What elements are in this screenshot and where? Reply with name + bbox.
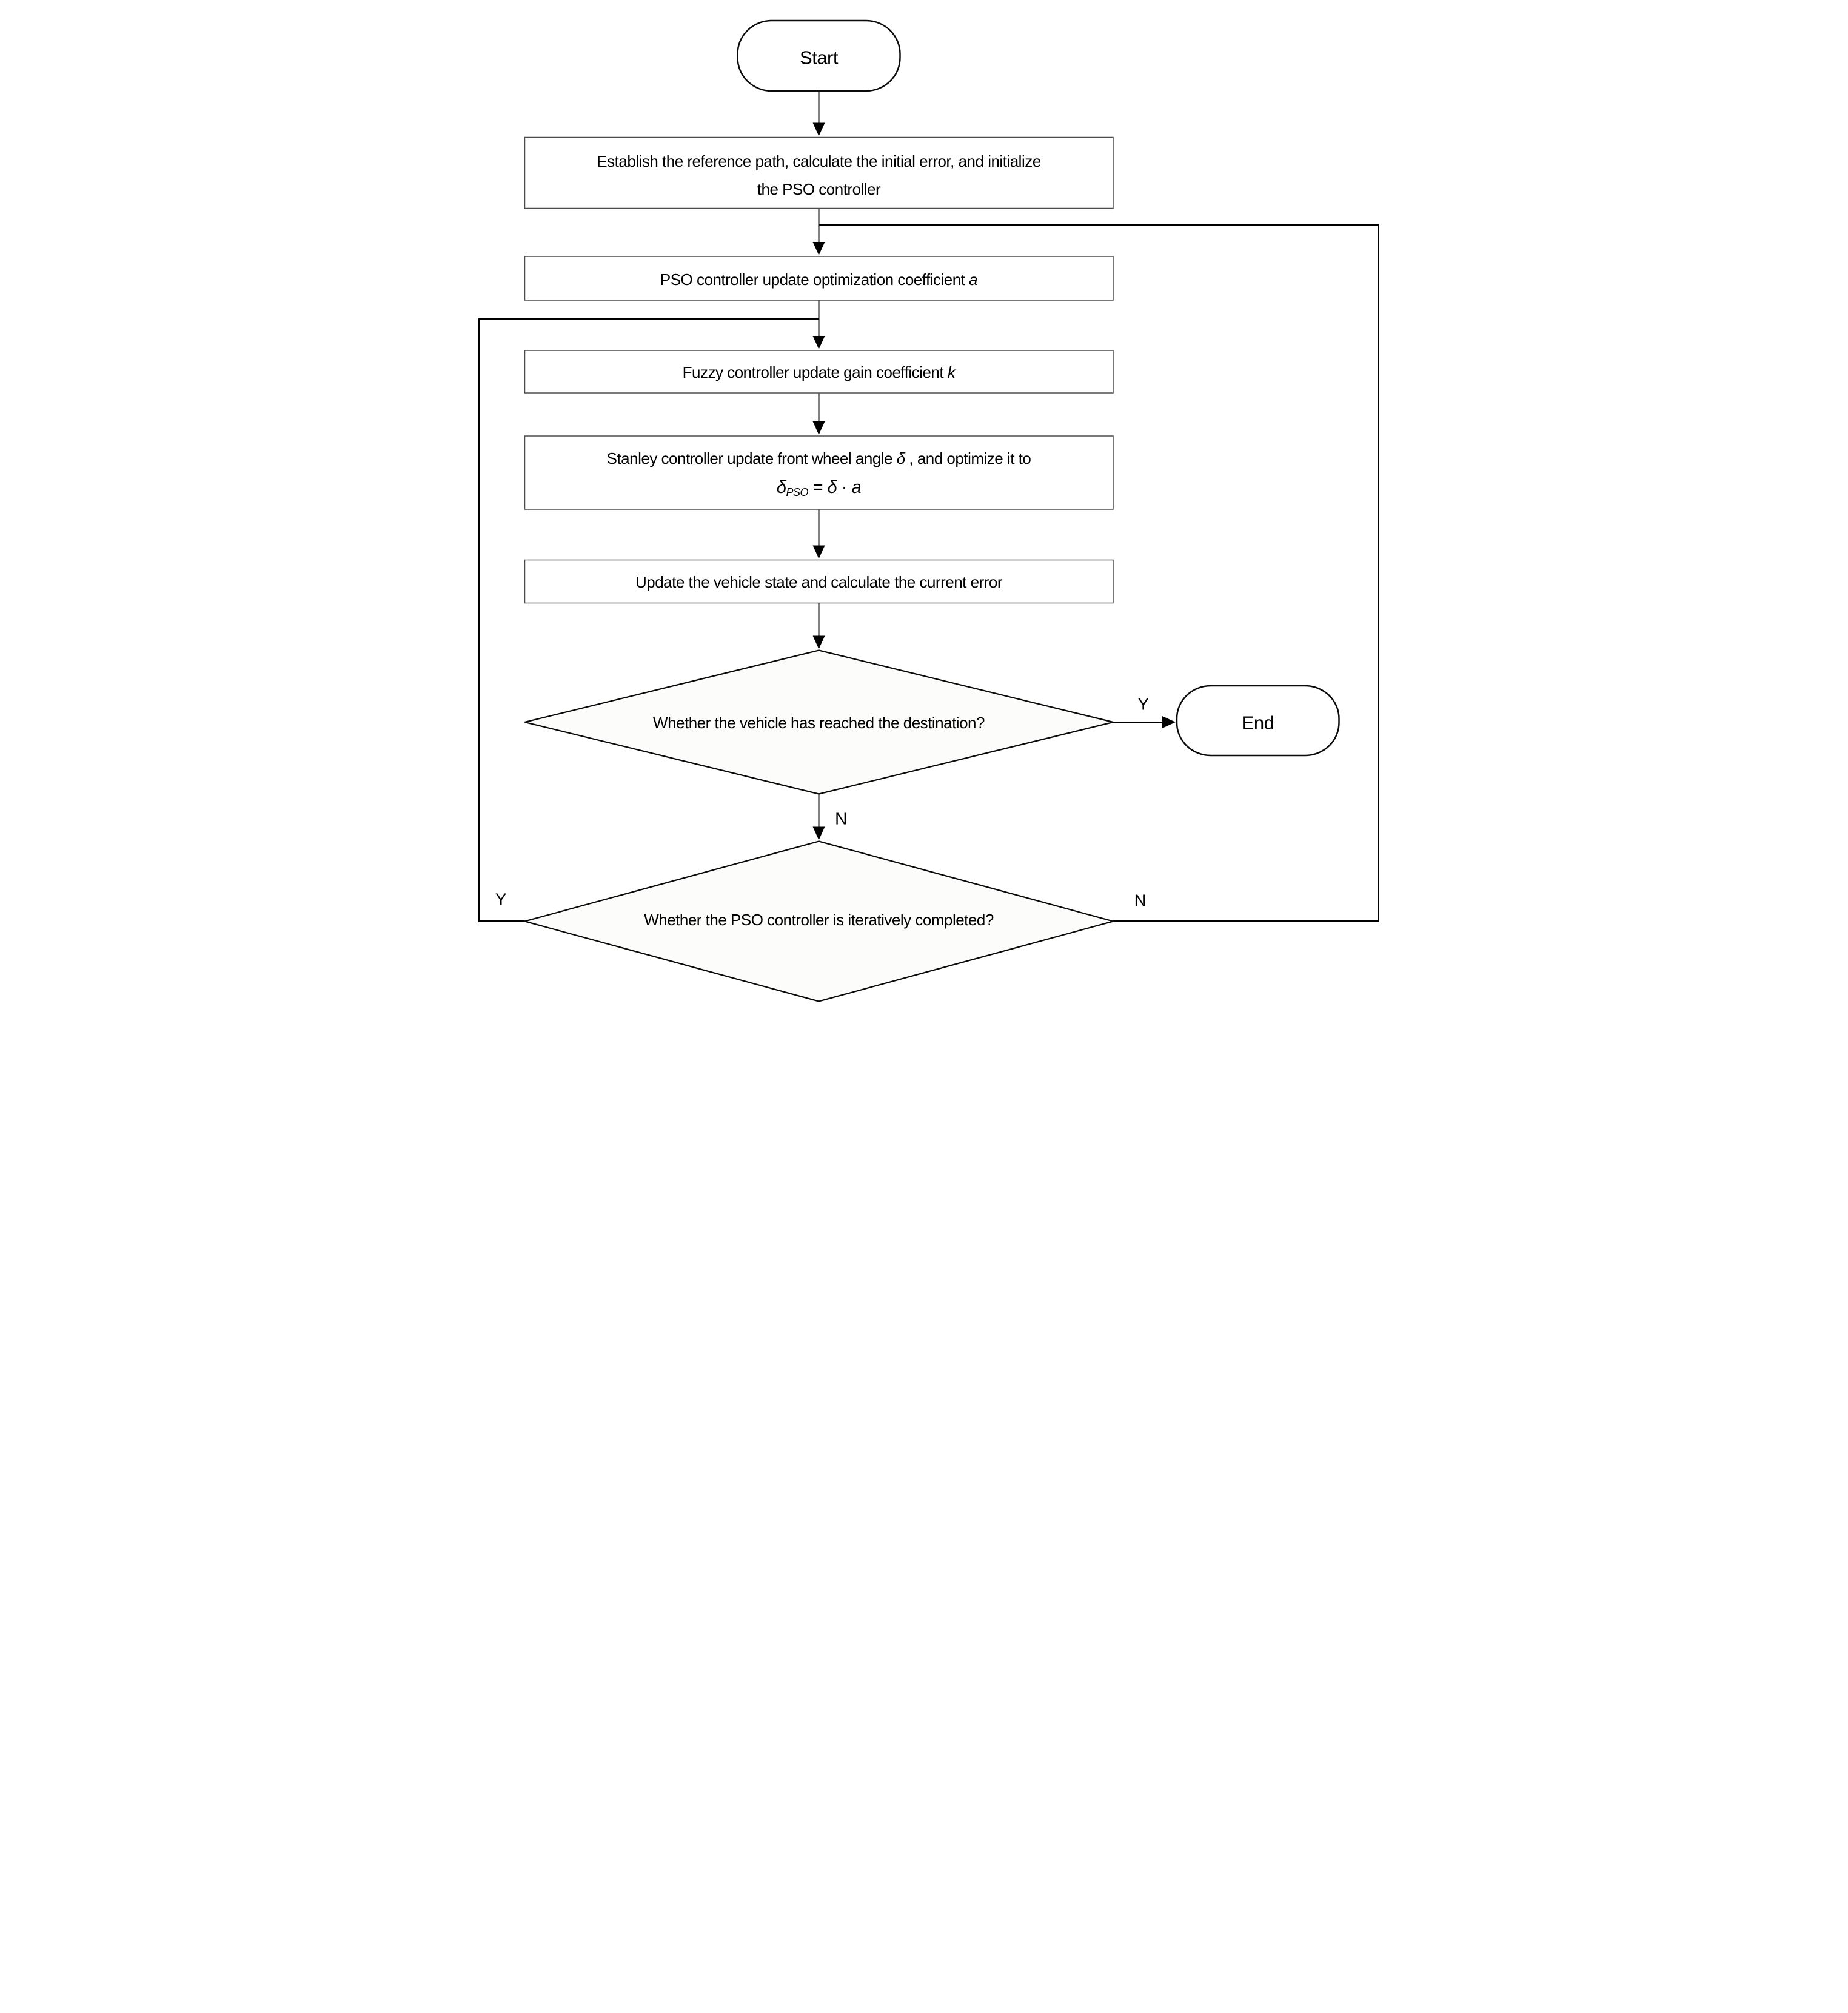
node-end-label: End <box>1242 712 1274 734</box>
node-stanley-line1-tail: , and optimize it to <box>905 449 1031 467</box>
node-pso-process <box>524 256 1114 301</box>
loop-iteration-no-right <box>819 224 1379 922</box>
formula-rhs-a: a <box>851 478 861 497</box>
node-decision-destination-label: Whether the vehicle has reached the dest… <box>653 714 985 732</box>
formula-rhs-delta: δ <box>828 478 838 497</box>
node-start-terminator <box>737 19 901 92</box>
formula-equals: = <box>808 478 828 497</box>
edge-label-iteration-no: N <box>1134 891 1147 910</box>
node-vehicle-label: Update the vehicle state and calculate t… <box>635 573 1003 591</box>
node-fuzzy-label-var: k <box>948 363 957 381</box>
node-decision-destination <box>524 649 1114 795</box>
node-stanley-label-line1: Stanley controller update front wheel an… <box>607 449 1031 467</box>
edge-label-iteration-yes: Y <box>495 890 507 909</box>
formula-dot-operator: · <box>837 478 851 497</box>
node-pso-label-text: PSO controller update optimization coeff… <box>660 270 969 289</box>
edge-label-destination-yes: Y <box>1137 695 1149 714</box>
flowchart-page: Start Establish the reference path, calc… <box>462 0 1386 1006</box>
node-decision-iteration-label: Whether the PSO controller is iterativel… <box>644 911 994 929</box>
node-end-terminator <box>1176 685 1340 757</box>
node-fuzzy-label-text: Fuzzy controller update gain coefficient <box>683 363 948 381</box>
formula-subscript-pso: PSO <box>786 486 809 498</box>
edge-label-destination-no: N <box>835 809 847 828</box>
node-init-label-line1: Establish the reference path, calculate … <box>597 152 1040 170</box>
node-fuzzy-label: Fuzzy controller update gain coefficient… <box>683 363 957 381</box>
node-pso-label: PSO controller update optimization coeff… <box>660 270 977 289</box>
node-pso-label-var: a <box>969 270 977 289</box>
node-stanley-formula: δPSO = δ · a <box>777 478 862 498</box>
node-stanley-line1-var: δ <box>897 449 906 467</box>
node-stanley-line1-text: Stanley controller update front wheel an… <box>607 449 897 467</box>
node-decision-iteration <box>522 840 1116 1002</box>
flowchart-canvas: Start Establish the reference path, calc… <box>478 19 1379 1002</box>
node-stanley-process <box>524 435 1114 510</box>
node-init-label-line2: the PSO controller <box>757 180 881 198</box>
node-fuzzy-process <box>524 350 1114 394</box>
formula-lhs-delta: δ <box>777 478 787 497</box>
loop-iteration-yes-left <box>478 318 819 922</box>
node-init-process <box>524 136 1114 209</box>
node-start-label: Start <box>800 47 839 69</box>
node-vehicle-process <box>524 559 1114 604</box>
